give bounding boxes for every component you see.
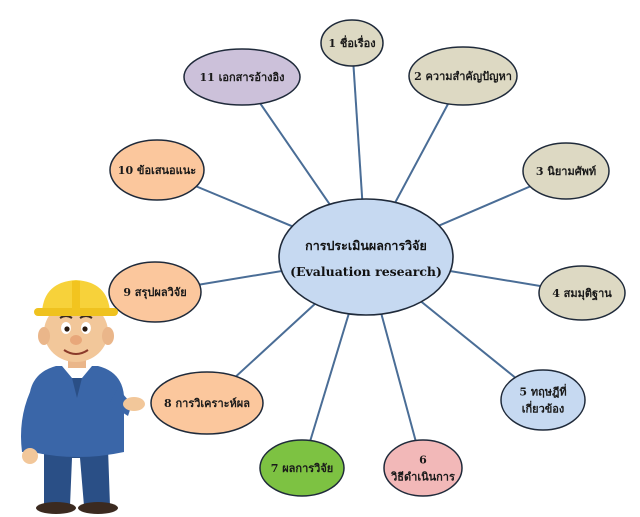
node-label-n4-0: 4 สมมุติฐาน: [552, 287, 612, 301]
node-label-n2-0: 2 ความสำคัญปัญหา: [414, 70, 512, 83]
node-ellipse-n1: [320, 19, 384, 67]
node-label-n6-0: 6: [419, 454, 427, 467]
node-ellipse-n5: [500, 369, 586, 431]
node-ellipse-n9: [108, 261, 202, 323]
node-n10: 10 ข้อเสนอแนะ: [109, 139, 205, 201]
node-label-n11-0: 11 เอกสารอ้างอิง: [199, 71, 284, 84]
node-label-n9-0: 9 สรุปผลวิจัย: [123, 286, 186, 300]
center-title: การประเมินผลการวิจัย: [305, 238, 427, 253]
node-n4: 4 สมมุติฐาน: [538, 265, 626, 321]
node-label-n8-0: 8 การวิเคราะห์ผล: [164, 397, 250, 410]
node-label-n7-0: 7 ผลการวิจัย: [271, 462, 333, 475]
node-n5: 5 ทฤษฎีที่เกี่ยวข้อง: [500, 369, 586, 431]
node-ellipse-n4: [538, 265, 626, 321]
node-n8: 8 การวิเคราะห์ผล: [150, 371, 264, 435]
node-label-n1-0: 1 ชื่อเรื่อง: [328, 35, 375, 50]
nodes: 1 ชื่อเรื่อง 2 ความสำคัญปัญหา 3 นิยามศัพท์…: [108, 19, 626, 497]
center-node: การประเมินผลการวิจัย (Evaluation researc…: [278, 198, 454, 316]
node-n2: 2 ความสำคัญปัญหา: [408, 46, 518, 106]
center-ellipse: [278, 198, 454, 316]
node-n1: 1 ชื่อเรื่อง: [320, 19, 384, 67]
node-n6: 6 วิธีดำเนินการ: [383, 439, 463, 497]
node-n7: 7 ผลการวิจัย: [259, 439, 345, 497]
node-n3: 3 นิยามศัพท์: [522, 142, 610, 200]
node-label-n5-1: เกี่ยวข้อง: [522, 401, 565, 416]
node-ellipse-n7: [259, 439, 345, 497]
node-ellipse-n10: [109, 139, 205, 201]
node-ellipse-n2: [408, 46, 518, 106]
node-ellipse-n3: [522, 142, 610, 200]
node-n9: 9 สรุปผลวิจัย: [108, 261, 202, 323]
node-label-n3-0: 3 นิยามศัพท์: [536, 165, 596, 178]
node-ellipse-n8: [150, 371, 264, 435]
node-ellipse-n11: [183, 48, 301, 106]
node-label-n10-0: 10 ข้อเสนอแนะ: [118, 164, 196, 177]
worker-hardhat-mascot-icon: [21, 280, 145, 514]
node-n11: 11 เอกสารอ้างอิง: [183, 48, 301, 106]
node-ellipse-n6: [383, 439, 463, 497]
center-subtitle: (Evaluation research): [290, 264, 442, 279]
node-label-n5-0: 5 ทฤษฎีที่: [519, 384, 566, 399]
node-label-n6-1: วิธีดำเนินการ: [390, 471, 455, 484]
